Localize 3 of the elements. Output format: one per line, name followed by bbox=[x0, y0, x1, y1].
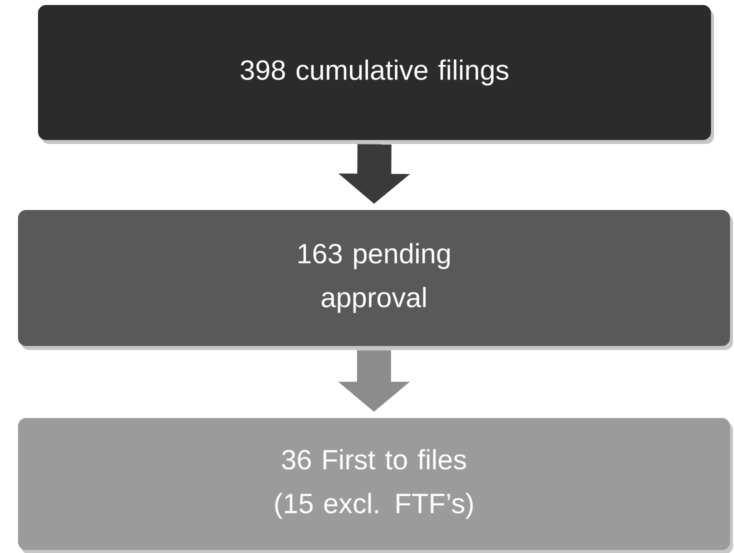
process-box: 163 pending approval bbox=[18, 210, 733, 350]
process-box: 398 cumulative filings bbox=[38, 5, 714, 144]
process-box: 36 First to files (15 excl. FTF’s) bbox=[18, 418, 733, 553]
